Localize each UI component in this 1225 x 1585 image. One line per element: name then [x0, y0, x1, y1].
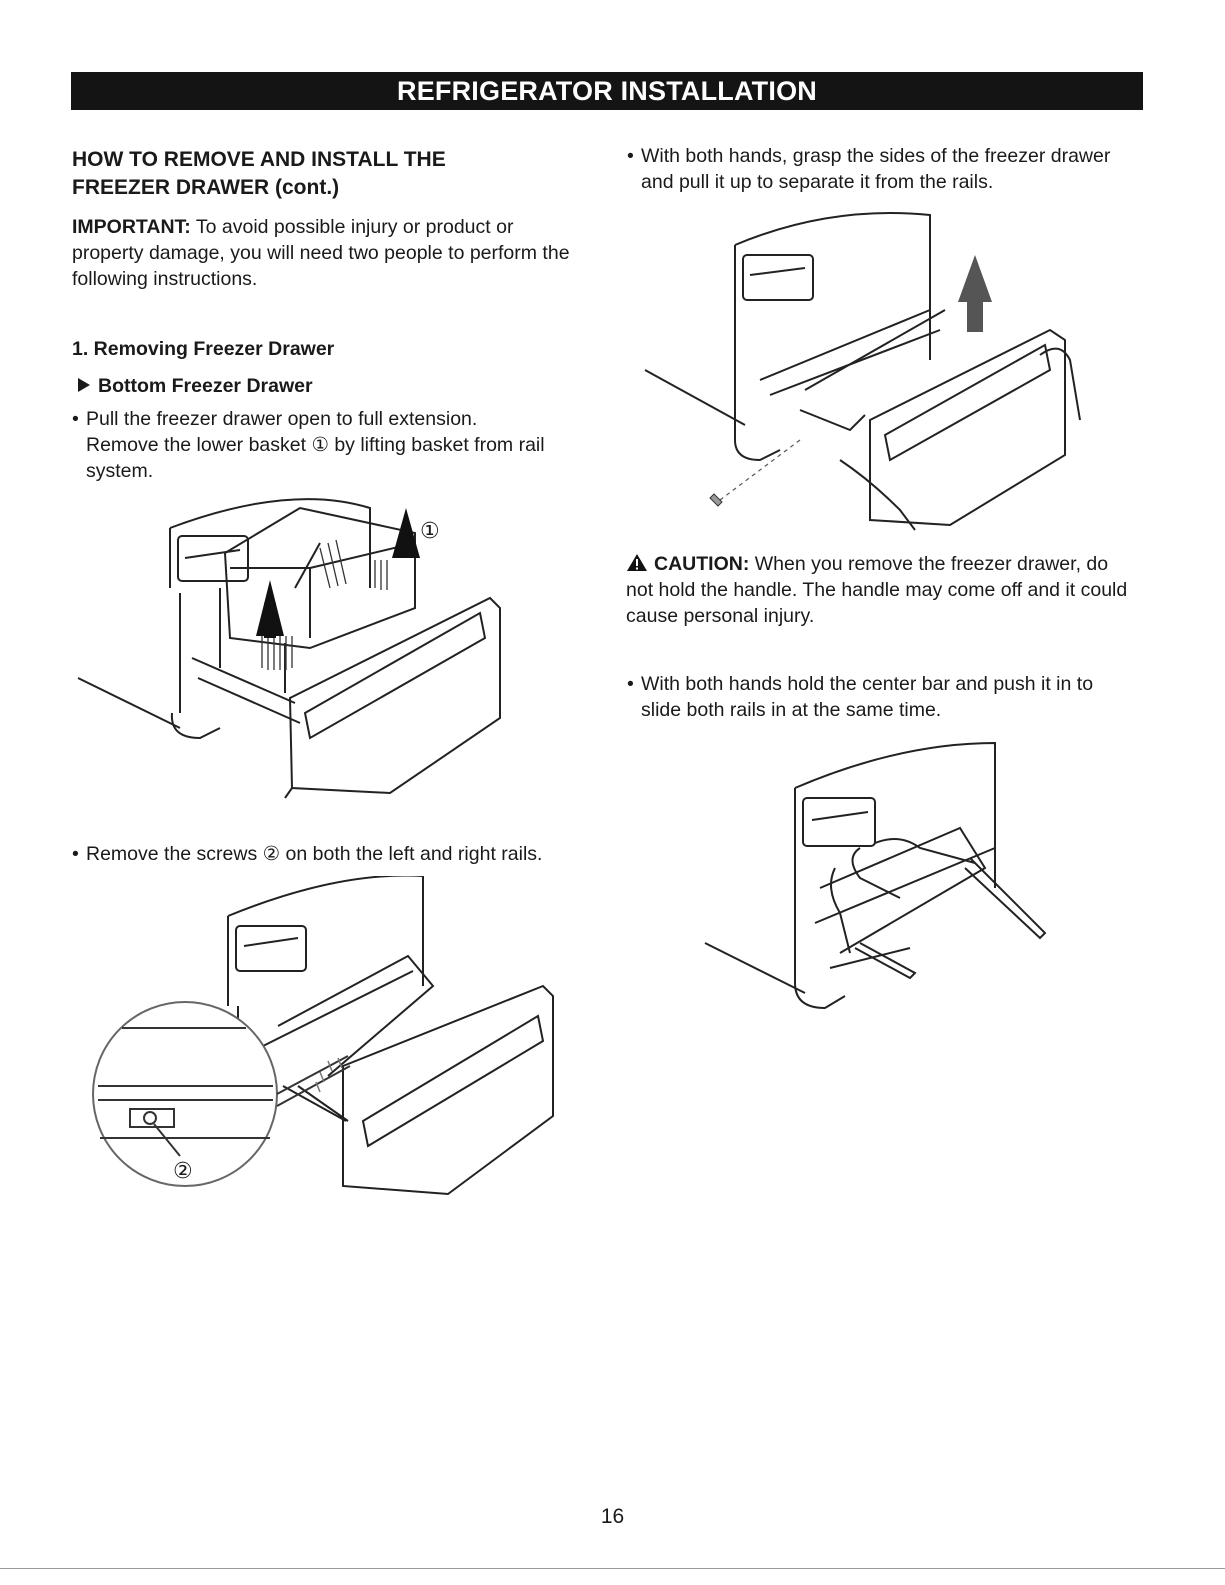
arrow-right-icon	[78, 377, 90, 392]
figure-remove-basket	[77, 498, 501, 799]
important-label: IMPORTANT:	[72, 216, 191, 238]
bullet-pull-drawer: • Pull the freezer drawer open to full e…	[72, 408, 545, 482]
warning-triangle-icon	[627, 554, 647, 572]
callout-basket: ①	[420, 518, 440, 543]
substep-title: Bottom Freezer Drawer	[78, 373, 313, 399]
important-note: IMPORTANT: To avoid possible injury or p…	[72, 216, 570, 290]
caution-note: CAUTION: When you remove the freezer dra…	[626, 553, 1128, 627]
section-banner: REFRIGERATOR INSTALLATION	[71, 72, 1143, 110]
figure-remove-screws	[92, 876, 554, 1196]
bottom-divider	[0, 1568, 1225, 1569]
figure-push-center-bar	[704, 741, 1047, 1010]
section-heading: HOW TO REMOVE AND INSTALL THE FREEZER DR…	[72, 148, 446, 199]
page-number: 16	[600, 1505, 625, 1528]
bullet-remove-screws: • Remove the screws ② on both the left a…	[72, 843, 543, 865]
bullet-lift-drawer: • With both hands, grasp the sides of th…	[627, 145, 1111, 193]
figure-lift-drawer	[644, 212, 1081, 531]
caution-label: CAUTION:	[654, 553, 750, 575]
bullet-push-bar: • With both hands hold the center bar an…	[627, 673, 1094, 721]
callout-screw: ②	[173, 1158, 193, 1183]
step-title: 1. Removing Freezer Drawer	[72, 338, 335, 360]
